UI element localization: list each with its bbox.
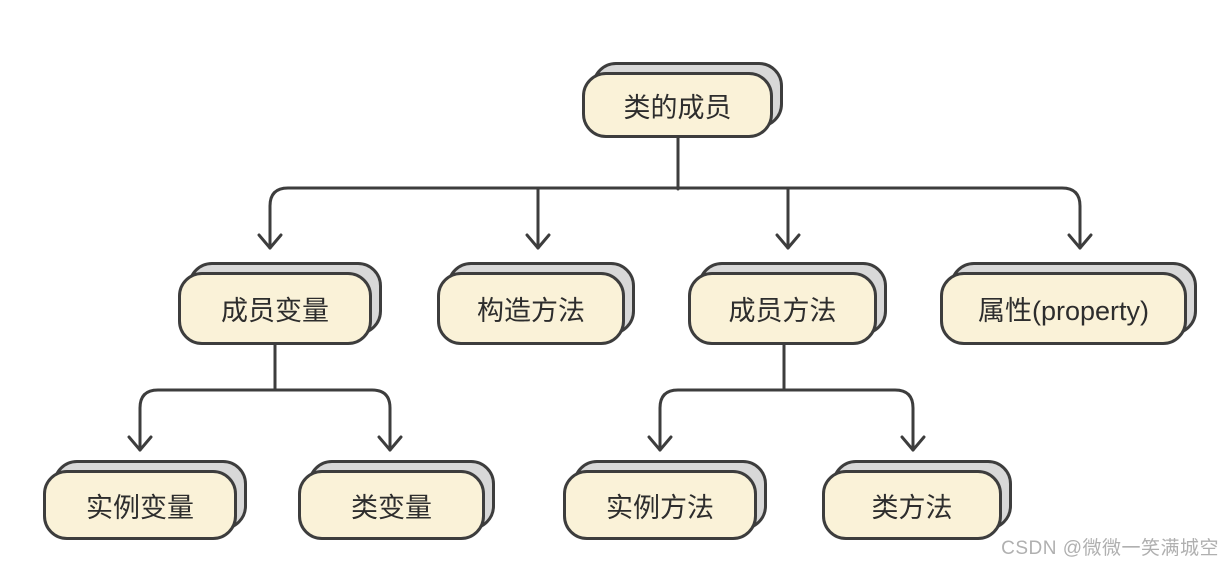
node-class-variables-label: 类变量 bbox=[298, 470, 485, 540]
node-constructor-methods-label: 构造方法 bbox=[437, 272, 625, 345]
arrowhead-member-methods bbox=[775, 233, 801, 250]
node-property: 属性(property) bbox=[940, 262, 1197, 345]
node-member-variables-label: 成员变量 bbox=[178, 272, 372, 345]
node-constructor-methods: 构造方法 bbox=[437, 262, 635, 345]
node-member-methods: 成员方法 bbox=[688, 262, 887, 345]
node-class-members-label: 类的成员 bbox=[582, 72, 773, 138]
node-instance-methods: 实例方法 bbox=[563, 460, 767, 540]
edge-variables-rail bbox=[138, 388, 392, 452]
arrowhead-instance-methods bbox=[647, 435, 673, 452]
node-instance-methods-label: 实例方法 bbox=[563, 470, 757, 540]
node-instance-variables-label: 实例变量 bbox=[43, 470, 237, 540]
node-class-members: 类的成员 bbox=[582, 62, 783, 138]
arrowhead-instance-variables bbox=[127, 435, 153, 452]
arrowhead-class-methods bbox=[900, 435, 926, 452]
arrowhead-class-variables bbox=[377, 435, 403, 452]
node-class-methods: 类方法 bbox=[822, 460, 1012, 540]
node-member-variables: 成员变量 bbox=[178, 262, 382, 345]
arrowhead-member-variables bbox=[257, 233, 283, 250]
edge-methods-rail bbox=[658, 388, 915, 452]
edge-level1-rail bbox=[268, 186, 1082, 250]
arrowhead-property bbox=[1067, 233, 1093, 250]
watermark: CSDN @微微一笑满城空 bbox=[1001, 538, 1219, 559]
node-member-methods-label: 成员方法 bbox=[688, 272, 877, 345]
arrowhead-constructor-methods bbox=[525, 233, 551, 250]
node-instance-variables: 实例变量 bbox=[43, 460, 247, 540]
node-property-label: 属性(property) bbox=[940, 272, 1187, 345]
node-class-methods-label: 类方法 bbox=[822, 470, 1002, 540]
node-class-variables: 类变量 bbox=[298, 460, 495, 540]
